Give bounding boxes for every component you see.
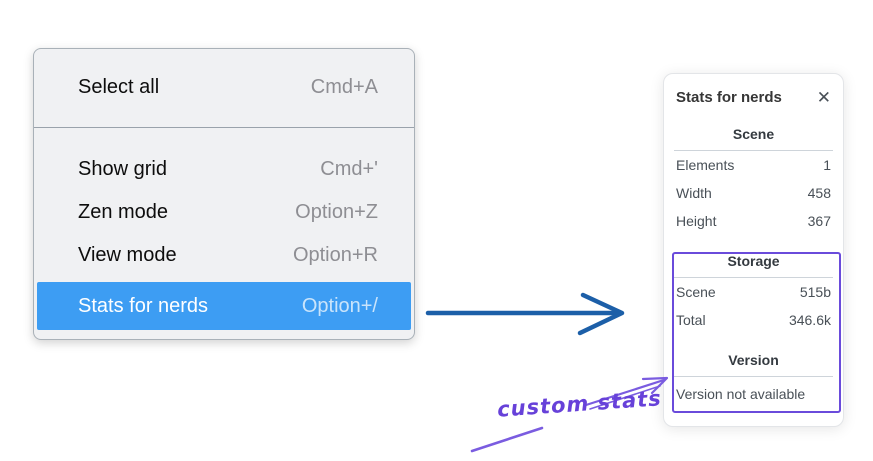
section-divider (674, 376, 833, 377)
stat-label: Scene (676, 284, 716, 300)
menu-group-bottom: Show grid Cmd+' Zen mode Option+Z View m… (34, 128, 414, 336)
stats-panel-title: Stats for nerds (676, 88, 782, 106)
menu-item-shortcut: Option+/ (301, 294, 378, 317)
menu-item-show-grid[interactable]: Show grid Cmd+' (34, 148, 414, 191)
section-divider (674, 277, 833, 278)
context-menu: Select all Cmd+A Show grid Cmd+' Zen mod… (33, 48, 415, 340)
stat-row-elements: Elements 1 (676, 151, 831, 179)
close-icon[interactable]: ✕ (816, 87, 831, 107)
stat-row-total-size: Total 346.6k (676, 306, 831, 334)
purple-annotation-tail (470, 426, 544, 453)
section-heading: Storage (727, 253, 780, 269)
menu-item-shortcut: Option+R (292, 244, 378, 266)
annotation-custom-stats: custom stats (496, 386, 663, 422)
stat-row-height: Height 367 (676, 207, 831, 235)
stats-section-version: Version Version not available (674, 352, 833, 402)
version-message: Version not available (676, 386, 806, 402)
stat-label: Total (676, 312, 706, 328)
stat-value: 458 (807, 185, 831, 201)
stats-panel-header: Stats for nerds ✕ (676, 86, 831, 108)
menu-item-shortcut: Option+Z (295, 201, 378, 223)
stat-value: 346.6k (788, 312, 831, 328)
menu-item-label: Zen mode (78, 201, 169, 223)
stat-label: Elements (676, 157, 735, 173)
stat-value: 515b (799, 284, 831, 300)
menu-item-select-all[interactable]: Select all Cmd+A (34, 66, 414, 109)
menu-item-label: Show grid (78, 158, 167, 180)
section-heading: Version (728, 352, 779, 368)
menu-item-view-mode[interactable]: View mode Option+R (34, 234, 414, 277)
stat-label: Width (676, 185, 712, 201)
blue-arrow (425, 292, 625, 336)
menu-divider (34, 127, 414, 128)
menu-item-label: Select all (78, 76, 160, 98)
section-heading: Scene (732, 126, 775, 142)
section-divider (674, 150, 833, 151)
stats-section-storage: Storage Scene 515b Total 346.6k (674, 253, 833, 334)
menu-item-shortcut: Cmd+' (320, 158, 378, 180)
menu-item-zen-mode[interactable]: Zen mode Option+Z (34, 191, 414, 234)
stat-row-scene-size: Scene 515b (676, 278, 831, 306)
menu-group-top: Select all Cmd+A (34, 49, 414, 127)
stat-label: Height (676, 213, 717, 229)
stats-section-scene: Scene Elements 1 Width 458 Height 367 (674, 126, 833, 235)
stat-value: 367 (807, 213, 831, 229)
stats-panel: Stats for nerds ✕ Scene Elements 1 Width… (663, 73, 844, 427)
menu-item-label: View mode (78, 244, 177, 266)
menu-item-stats-for-nerds[interactable]: Stats for nerds Option+/ (37, 282, 411, 330)
stat-value: 1 (823, 157, 831, 173)
stat-row-width: Width 458 (676, 179, 831, 207)
menu-item-label: Stats for nerds (78, 294, 209, 317)
menu-item-shortcut: Cmd+A (310, 76, 378, 98)
